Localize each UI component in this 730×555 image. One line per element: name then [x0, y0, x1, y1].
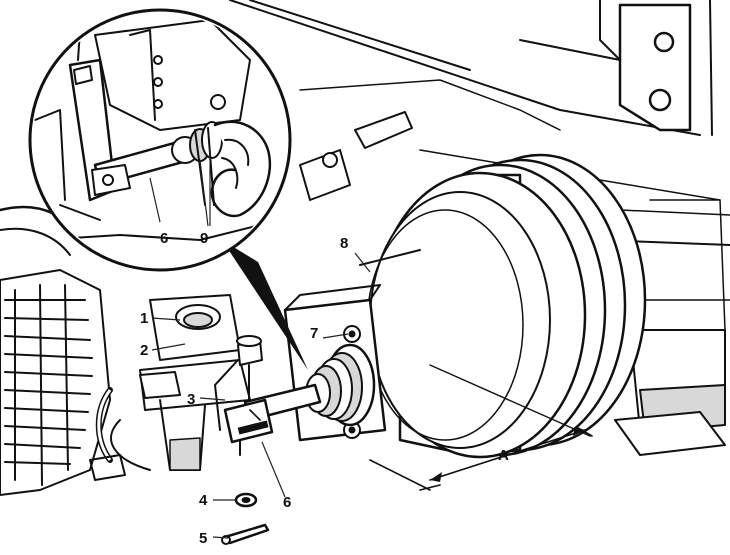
callout-3: 3: [187, 391, 195, 408]
callout-2: 2: [140, 342, 148, 359]
callout-6-main: 6: [283, 494, 291, 511]
stop-lamp-switch: [214, 335, 263, 431]
callout-9-inset: 9: [200, 230, 208, 247]
upper-right-bracket: [599, 0, 713, 136]
callout-8: 8: [340, 235, 348, 252]
callout-1: 1: [140, 310, 148, 327]
detail-inset: [28, 8, 308, 370]
master-cylinder-reservoir: [110, 294, 251, 471]
callout-6-inset: 6: [160, 230, 168, 247]
callout-5: 5: [199, 530, 207, 547]
washer: [234, 492, 258, 508]
callout-leaders: [151, 252, 371, 539]
dimension-a-label: A: [498, 447, 509, 464]
pushrod-clevis: [223, 383, 322, 456]
brake-booster: [359, 153, 647, 459]
callout-4: 4: [199, 492, 208, 509]
split-pin: [221, 523, 270, 545]
callout-7: 7: [310, 325, 318, 342]
dimension-a-line: [249, 364, 593, 491]
lower-right-mount: [614, 199, 726, 456]
